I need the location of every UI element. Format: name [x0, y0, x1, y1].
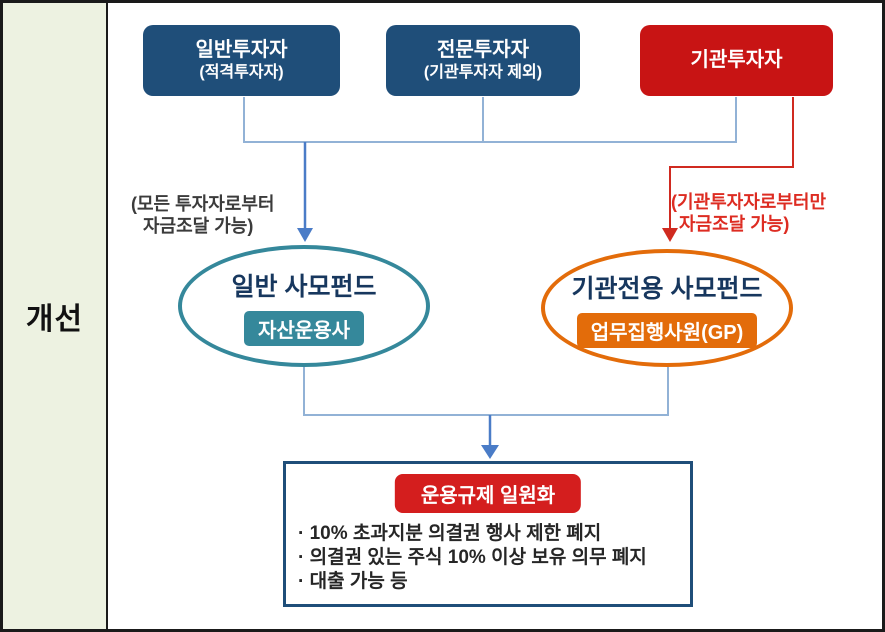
box-professional-investor: 전문투자자 (기관투자자 제외) [386, 25, 580, 96]
annotation-all-investors: (모든 투자자로부터 자금조달 가능) [131, 193, 274, 237]
box-institutional-investor: 기관투자자 [640, 25, 833, 96]
regulation-bullet-3: · 대출 가능 등 [298, 571, 408, 592]
regulation-bullet-1: · 10% 초과지분 의결권 행사 제한 폐지 [298, 523, 602, 544]
ellipse-general-private-fund: 일반 사모펀드 자산운용사 [178, 245, 430, 367]
top-tree-lines [243, 97, 737, 143]
annotation-institutional-only-line2: 자금조달 가능) [679, 214, 790, 234]
general-fund-title: 일반 사모펀드 [231, 272, 377, 301]
annotation-institutional-only: (기관투자자로부터만 자금조달 가능) [671, 191, 826, 235]
ellipse-institution-only-fund: 기관전용 사모펀드 업무집행사원(GP) [541, 249, 793, 367]
annotation-all-investors-line1: (모든 투자자로부터 [131, 194, 275, 214]
regulation-bullet-2: · 의결권 있는 주식 10% 이상 보유 의무 폐지 [298, 547, 647, 568]
bottom-arrowhead [481, 445, 499, 459]
sidebar-label: 개선 [25, 303, 84, 336]
box-professional-investor-subtitle: (기관투자자 제외) [423, 64, 543, 81]
institution-fund-title: 기관전용 사모펀드 [571, 274, 763, 303]
general-fund-badge: 자산운용사 [244, 310, 364, 346]
blue-arrowhead [297, 228, 313, 242]
box-institutional-investor-title: 기관투자자 [690, 49, 783, 71]
unified-regulation-badge: 운용규제 일원화 [394, 474, 582, 513]
institution-fund-badge: 업무집행사원(GP) [576, 312, 758, 348]
box-unified-regulation: 운용규제 일원화 · 10% 초과지분 의결권 행사 제한 폐지 · 의결권 있… [283, 461, 693, 607]
box-general-investor: 일반투자자 (적격투자자) [143, 25, 340, 96]
sidebar-improvement-cell: 개선 [3, 3, 108, 629]
annotation-institutional-only-line1: (기관투자자로부터만 [671, 192, 827, 212]
bottom-tree-lines [303, 367, 669, 416]
box-general-investor-subtitle: (적격투자자) [199, 64, 284, 81]
regulation-bullet-list: · 10% 초과지분 의결권 행사 제한 폐지 · 의결권 있는 주식 10% … [298, 522, 684, 594]
annotation-all-investors-line2: 자금조달 가능) [143, 216, 254, 236]
box-professional-investor-title: 전문투자자 [437, 39, 529, 61]
box-general-investor-title: 일반투자자 [195, 39, 288, 61]
